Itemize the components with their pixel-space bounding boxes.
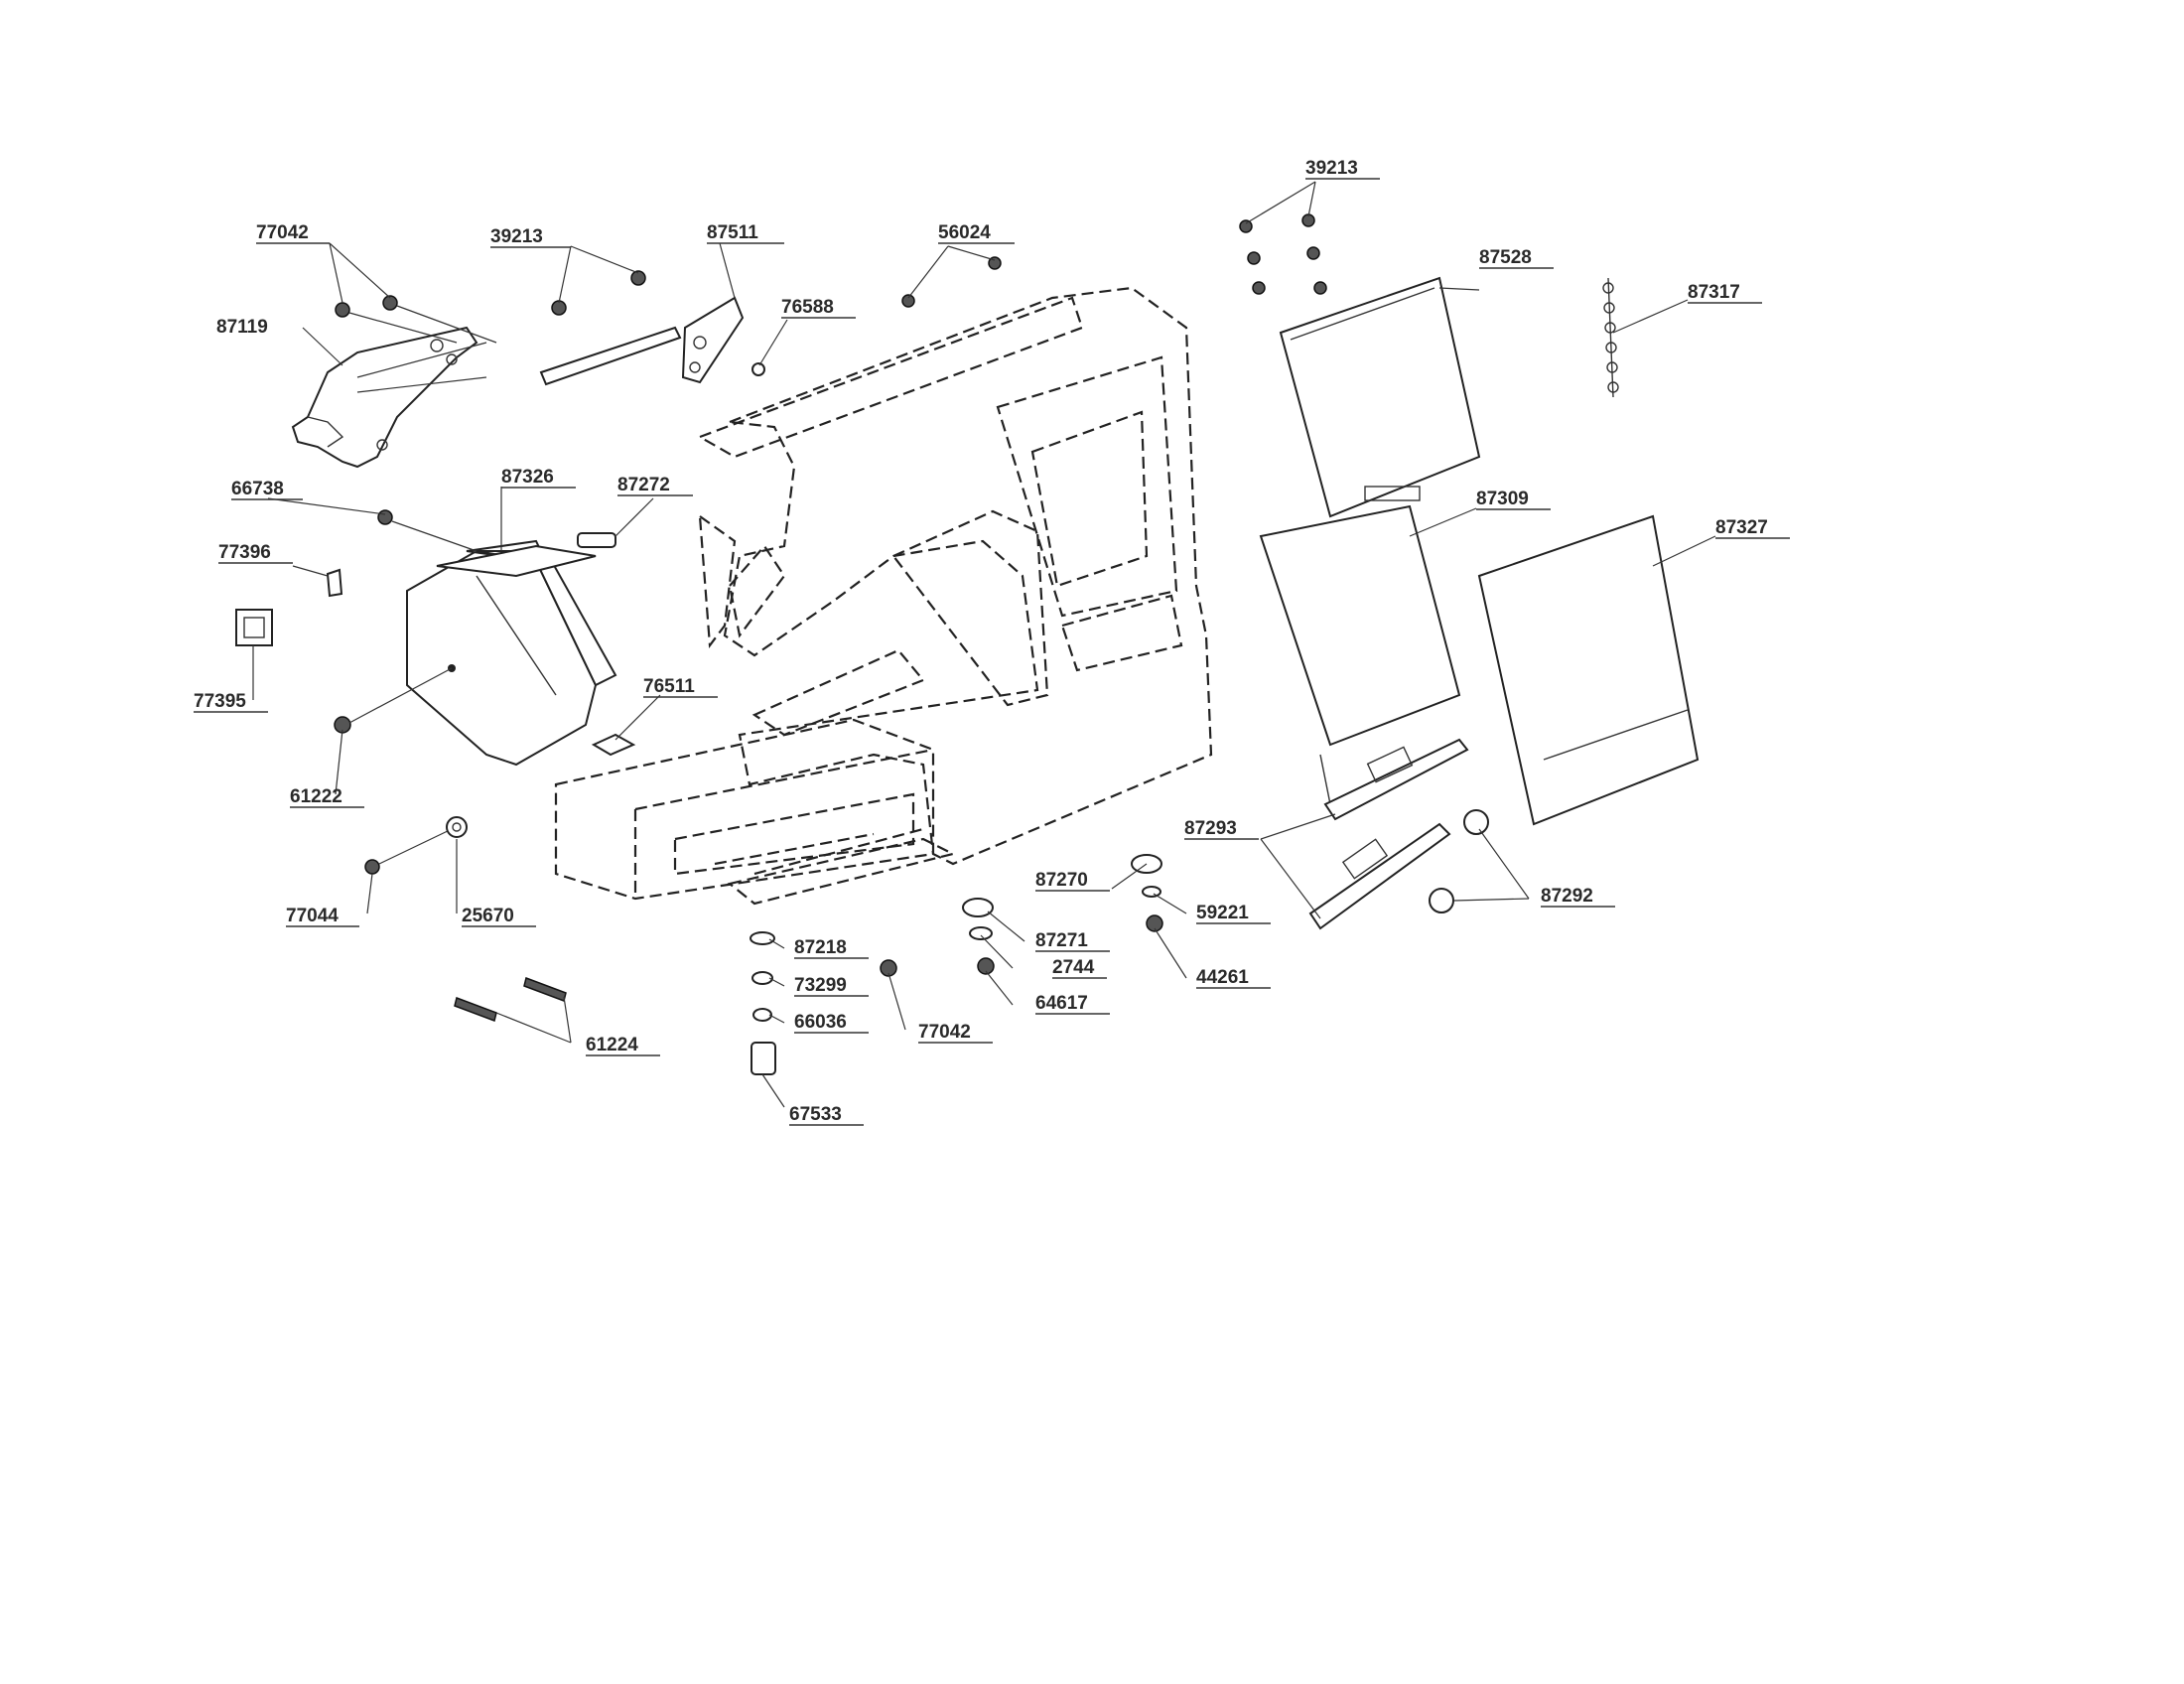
label-87511: 87511	[707, 222, 758, 243]
motor-bracket	[291, 326, 487, 469]
chain-87317	[1602, 277, 1619, 398]
clip-77396	[326, 568, 343, 598]
label-61224: 61224	[586, 1035, 638, 1055]
panel-87327	[1477, 514, 1700, 826]
label-77396: 77396	[218, 542, 271, 563]
label-87270: 87270	[1035, 870, 1088, 891]
foot-stack-87270	[1131, 854, 1163, 932]
knob-87292	[1429, 809, 1489, 913]
bed-cover-plate	[727, 837, 957, 906]
base-box	[554, 718, 935, 901]
bracket-77395	[235, 609, 273, 646]
label-77042-top: 77042	[256, 222, 309, 243]
leader-lines	[252, 181, 1716, 1108]
part-87272	[577, 532, 616, 548]
screw-61224-b	[523, 977, 567, 1002]
label-44261: 44261	[1196, 967, 1249, 988]
label-87271: 87271	[1035, 930, 1088, 951]
screw-66738	[377, 509, 478, 552]
latch-87293	[1308, 738, 1469, 930]
motor-assembly	[406, 539, 617, 767]
label-76588: 76588	[781, 297, 834, 318]
screw-group-39213-right	[1239, 213, 1327, 295]
label-39213-left: 39213	[490, 226, 543, 247]
screw-61224-a	[454, 997, 497, 1022]
screw-39213-a	[551, 300, 567, 316]
label-87119: 87119	[216, 317, 268, 338]
label-87309: 87309	[1476, 489, 1529, 509]
label-73299: 73299	[794, 975, 847, 996]
screw-77044	[364, 828, 453, 875]
foot-stack-87271	[962, 898, 995, 975]
machine-body	[697, 286, 1213, 866]
label-underlines	[194, 178, 1790, 1126]
label-87528: 87528	[1479, 247, 1532, 268]
label-87292: 87292	[1541, 886, 1593, 907]
label-61222: 61222	[290, 786, 342, 807]
label-64617: 64617	[1035, 993, 1088, 1014]
bushing-25670	[446, 816, 468, 838]
label-87293: 87293	[1184, 818, 1237, 839]
screw-77042-bottom	[880, 959, 897, 977]
label-56024: 56024	[938, 222, 991, 243]
foot-stack-87218	[750, 931, 776, 1075]
label-77044: 77044	[286, 906, 339, 926]
label-59221: 59221	[1196, 903, 1249, 923]
label-25670: 25670	[462, 906, 514, 926]
label-87272: 87272	[617, 475, 670, 495]
label-87327: 87327	[1715, 517, 1768, 538]
connector-76511	[591, 733, 636, 757]
shaft-bar	[539, 326, 682, 386]
lever-87511	[681, 296, 745, 384]
panel-87528	[1279, 276, 1481, 518]
label-77042-bottom: 77042	[918, 1022, 971, 1043]
label-2744: 2744	[1052, 957, 1095, 978]
label-66036: 66036	[794, 1012, 847, 1033]
screw-39213-b	[630, 270, 646, 286]
screw-77042-a	[335, 302, 458, 344]
label-87317: 87317	[1688, 282, 1740, 303]
part-labels: 77042 87119 39213 87511 76588 56024 3921…	[194, 158, 1768, 1125]
screw-56024-a	[901, 294, 915, 308]
label-67533: 67533	[789, 1104, 842, 1125]
label-87326: 87326	[501, 467, 554, 488]
part-76588	[751, 362, 765, 376]
screw-77042-b	[382, 295, 497, 344]
label-76511: 76511	[643, 676, 695, 697]
label-87218: 87218	[794, 937, 847, 958]
label-39213-right: 39213	[1305, 158, 1358, 179]
label-66738: 66738	[231, 479, 284, 499]
screw-56024-b	[988, 256, 1002, 270]
label-77395: 77395	[194, 691, 246, 712]
